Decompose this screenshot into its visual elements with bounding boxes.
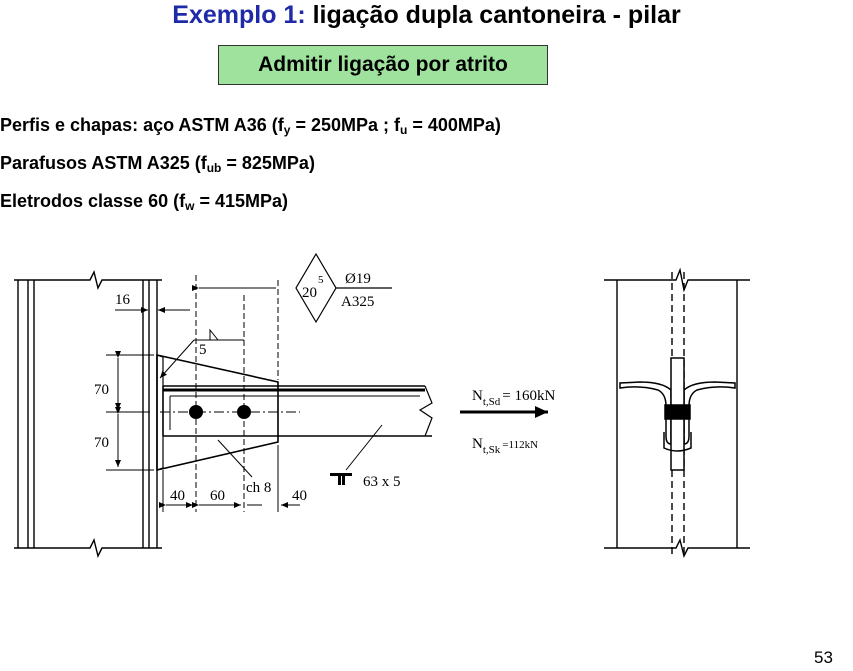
dim-70-bottom: 70 bbox=[94, 435, 109, 451]
title-rest: ligação dupla cantoneira - pilar bbox=[305, 1, 681, 29]
page-number: 53 bbox=[814, 648, 833, 667]
weld-small-label: 5 bbox=[199, 342, 207, 358]
column-section bbox=[604, 267, 750, 559]
bolt-spec: A325 bbox=[341, 294, 374, 310]
weld-leader bbox=[159, 328, 244, 379]
weld-size-main: 20 bbox=[302, 285, 317, 301]
column-elevation bbox=[14, 269, 162, 559]
weld-size-sup: 5 bbox=[318, 274, 324, 286]
spec-electrodes: Eletrodos classe 60 (fw = 415MPa) bbox=[0, 191, 288, 213]
force-sk-label: Nt,Sk=112kN bbox=[472, 436, 538, 456]
angle-label: 63 x 5 bbox=[363, 474, 401, 490]
dim-70-top: 70 bbox=[94, 382, 109, 398]
dim-16-label: 16 bbox=[115, 292, 131, 308]
force-sd-label: Nt,Sd= 160kN bbox=[472, 388, 555, 408]
dim-vertical bbox=[106, 351, 154, 471]
spec-bolts: Parafusos ASTM A325 (fub = 825MPa) bbox=[0, 153, 315, 175]
connection-drawing: 16 70 70 40 60 40 bbox=[14, 252, 750, 559]
spec-steel: Perfis e chapas: aço ASTM A36 (fy = 250M… bbox=[0, 115, 501, 137]
title-lead: Exemplo 1: bbox=[172, 1, 306, 29]
double-angle-symbol bbox=[330, 473, 352, 485]
dim-40-right: 40 bbox=[292, 488, 307, 504]
bolt-extension-lines bbox=[162, 275, 279, 512]
dim-60: 60 bbox=[210, 488, 225, 504]
slide-title: Exemplo 1: ligação dupla cantoneira - pi… bbox=[0, 0, 853, 30]
bolt-diameter: Ø19 bbox=[345, 271, 371, 287]
angle-section bbox=[619, 357, 736, 471]
weld-symbol bbox=[295, 252, 392, 324]
double-angle bbox=[162, 385, 433, 437]
plate-label: ch 8 bbox=[246, 480, 271, 496]
friction-connection-note: Admitir ligação por atrito bbox=[218, 45, 548, 85]
dim-40-left: 40 bbox=[170, 488, 185, 504]
gusset-plate bbox=[156, 354, 279, 472]
